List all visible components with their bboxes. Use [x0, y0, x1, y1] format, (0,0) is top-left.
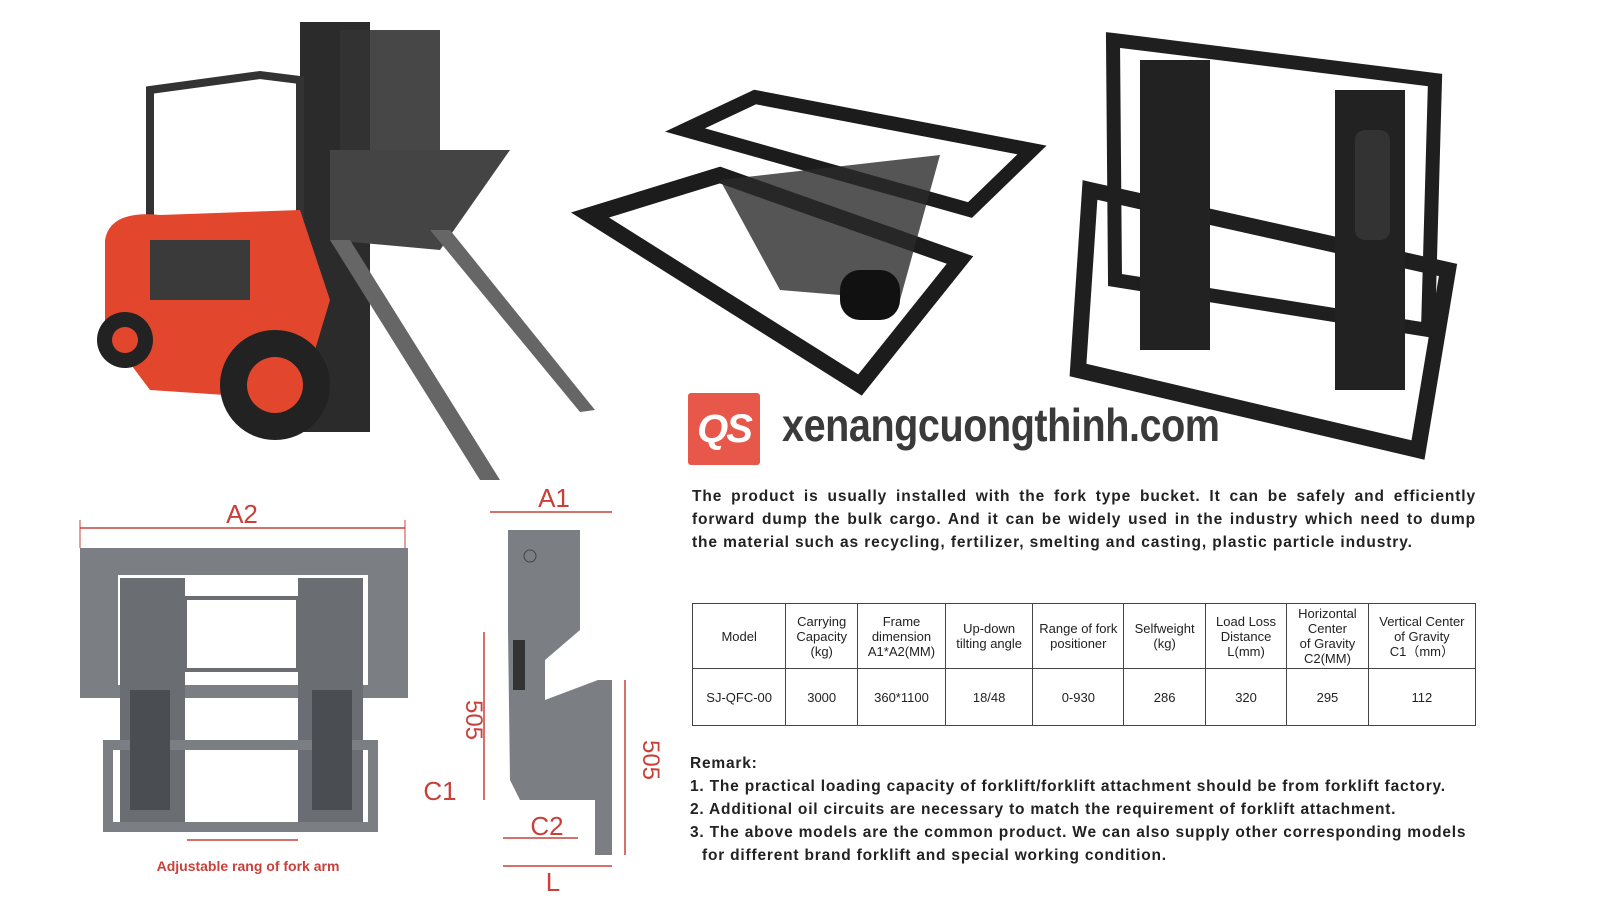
bucket-frame-photo [570, 89, 1047, 396]
header-line: Load Loss [1216, 613, 1277, 629]
fork-arm-caption: Adjustable rang of fork arm [157, 858, 340, 874]
column-header: Selfweight(kg) [1123, 603, 1206, 669]
header-line: Capacity [796, 628, 847, 644]
product-description: The product is usually installed with th… [692, 488, 1476, 551]
header-line: (kg) [1153, 636, 1176, 651]
dim-505-right: 505 [637, 740, 664, 780]
header-line: L(mm) [1227, 643, 1265, 659]
remarks-title: Remark: [690, 755, 758, 772]
table-cell: SJ-QFC-00 [691, 668, 787, 726]
header-line: Frame [882, 613, 921, 629]
header-line: Carrying [797, 613, 847, 629]
header-line: C1（mm） [1389, 643, 1455, 659]
table-cell: 3000 [785, 668, 859, 726]
remarks: Remark: 1. The practical loading capacit… [690, 752, 1466, 867]
header-line: Vertical Center [1379, 613, 1465, 629]
site-name: xenangcuongthinh.com [782, 399, 1220, 451]
header-line: Horizontal [1298, 606, 1357, 621]
dim-a2: A2 [226, 499, 258, 529]
header-line: positioner [1050, 636, 1107, 651]
table-cell: 286 [1123, 668, 1206, 726]
header-line: Selfweight [1134, 621, 1195, 636]
table-cell: 320 [1204, 668, 1288, 726]
header-line: Range of fork [1039, 621, 1118, 636]
logo-text: QS [697, 406, 753, 451]
header-line: (kg) [810, 643, 833, 659]
forklift-photo [97, 22, 595, 480]
table-cell: 18/48 [944, 668, 1034, 726]
remark-item: 3. The above models are the common produ… [690, 824, 1467, 841]
remark-item: 2. Additional oil circuits are necessary… [690, 801, 1397, 818]
header-line: C2(MM) [1303, 651, 1351, 666]
side-view-diagram: A1 505 505 C1 C2 L [423, 483, 664, 897]
dim-l: L [546, 867, 560, 897]
header-line: of Gravity [1299, 636, 1356, 651]
table-cell: 112 [1367, 668, 1477, 726]
dim-c1: C1 [423, 776, 456, 806]
remark-item: 1. The practical loading capacity of for… [690, 778, 1446, 795]
header-line: Model [721, 628, 757, 644]
table-cell: 0-930 [1032, 668, 1125, 726]
header-line: tilting angle [956, 636, 1023, 651]
header-line: Up-down [963, 621, 1016, 636]
front-view-diagram: A2 Adjustable rang of fork arm [79, 499, 408, 874]
header-line: of Gravity [1394, 628, 1450, 644]
header-line: Distance [1220, 628, 1272, 644]
column-header: Model [691, 603, 787, 669]
header-line: dimension [871, 628, 932, 644]
brand-logo: QS [688, 393, 760, 465]
table-cell: 360*1100 [857, 668, 946, 726]
remark-item: for different brand forklift and special… [702, 847, 1167, 864]
table-cell: 295 [1286, 668, 1369, 726]
header-line: A1*A2(MM) [867, 643, 936, 659]
dim-c2: C2 [530, 811, 563, 841]
dim-a1: A1 [538, 483, 570, 513]
upright-frame-photo [1069, 32, 1458, 460]
header-line: Center [1307, 621, 1347, 636]
dim-505-left: 505 [460, 700, 487, 740]
